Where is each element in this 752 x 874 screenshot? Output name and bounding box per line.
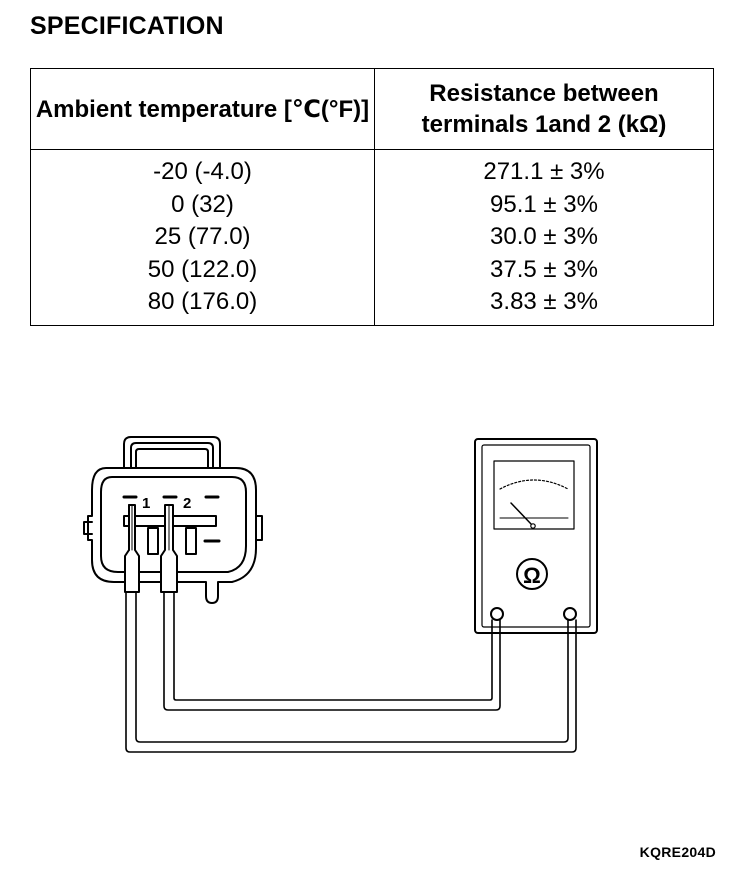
- ohm-selector-icon: [516, 558, 548, 590]
- header-line: Ambient temperature: [35, 95, 278, 123]
- sensor-connector: 1 2: [83, 436, 263, 604]
- header-line: Resistance between: [429, 80, 659, 107]
- terminal-2-label: 2: [183, 495, 191, 512]
- ohm-symbol: Ω: [523, 563, 541, 588]
- table-body-row: -20 (-4.0) 0 (32) 25 (77.0) 50 (122.0) 8…: [30, 149, 714, 326]
- header-line: terminals 1and 2 (kΩ): [421, 111, 667, 138]
- ohmmeter: Ω: [474, 438, 598, 634]
- header-line: [℃(°F)]: [283, 95, 370, 123]
- temperature-cell: 80 (176.0): [147, 288, 258, 316]
- temperature-column: -20 (-4.0) 0 (32) 25 (77.0) 50 (122.0) 8…: [30, 149, 375, 326]
- resistance-cell: 271.1 ± 3%: [483, 158, 605, 186]
- page-title: SPECIFICATION: [30, 12, 224, 40]
- header-ambient-temperature: Ambient temperature [℃(°F)]: [30, 68, 375, 150]
- resistance-column: 271.1 ± 3% 95.1 ± 3% 30.0 ± 3% 37.5 ± 3%…: [374, 149, 714, 326]
- header-resistance: Resistance between terminals 1and 2 (kΩ): [374, 68, 714, 150]
- terminal-1-label: 1: [142, 495, 150, 512]
- resistance-cell: 95.1 ± 3%: [490, 190, 598, 218]
- temperature-cell: -20 (-4.0): [153, 158, 252, 186]
- specification-table: Ambient temperature [℃(°F)] Resistance b…: [30, 68, 714, 326]
- temperature-cell: 50 (122.0): [147, 255, 258, 283]
- table-header-row: Ambient temperature [℃(°F)] Resistance b…: [30, 68, 714, 150]
- temperature-cell: 0 (32): [171, 190, 234, 218]
- figure-code: KQRE204D: [639, 844, 716, 860]
- meter-jack-right: [563, 607, 577, 621]
- temperature-cell: 25 (77.0): [154, 223, 251, 251]
- resistance-cell: 3.83 ± 3%: [490, 288, 598, 316]
- test-leads: [125, 591, 577, 753]
- resistance-cell: 30.0 ± 3%: [490, 223, 598, 251]
- meter-jack-left: [490, 607, 504, 621]
- resistance-cell: 37.5 ± 3%: [490, 255, 598, 283]
